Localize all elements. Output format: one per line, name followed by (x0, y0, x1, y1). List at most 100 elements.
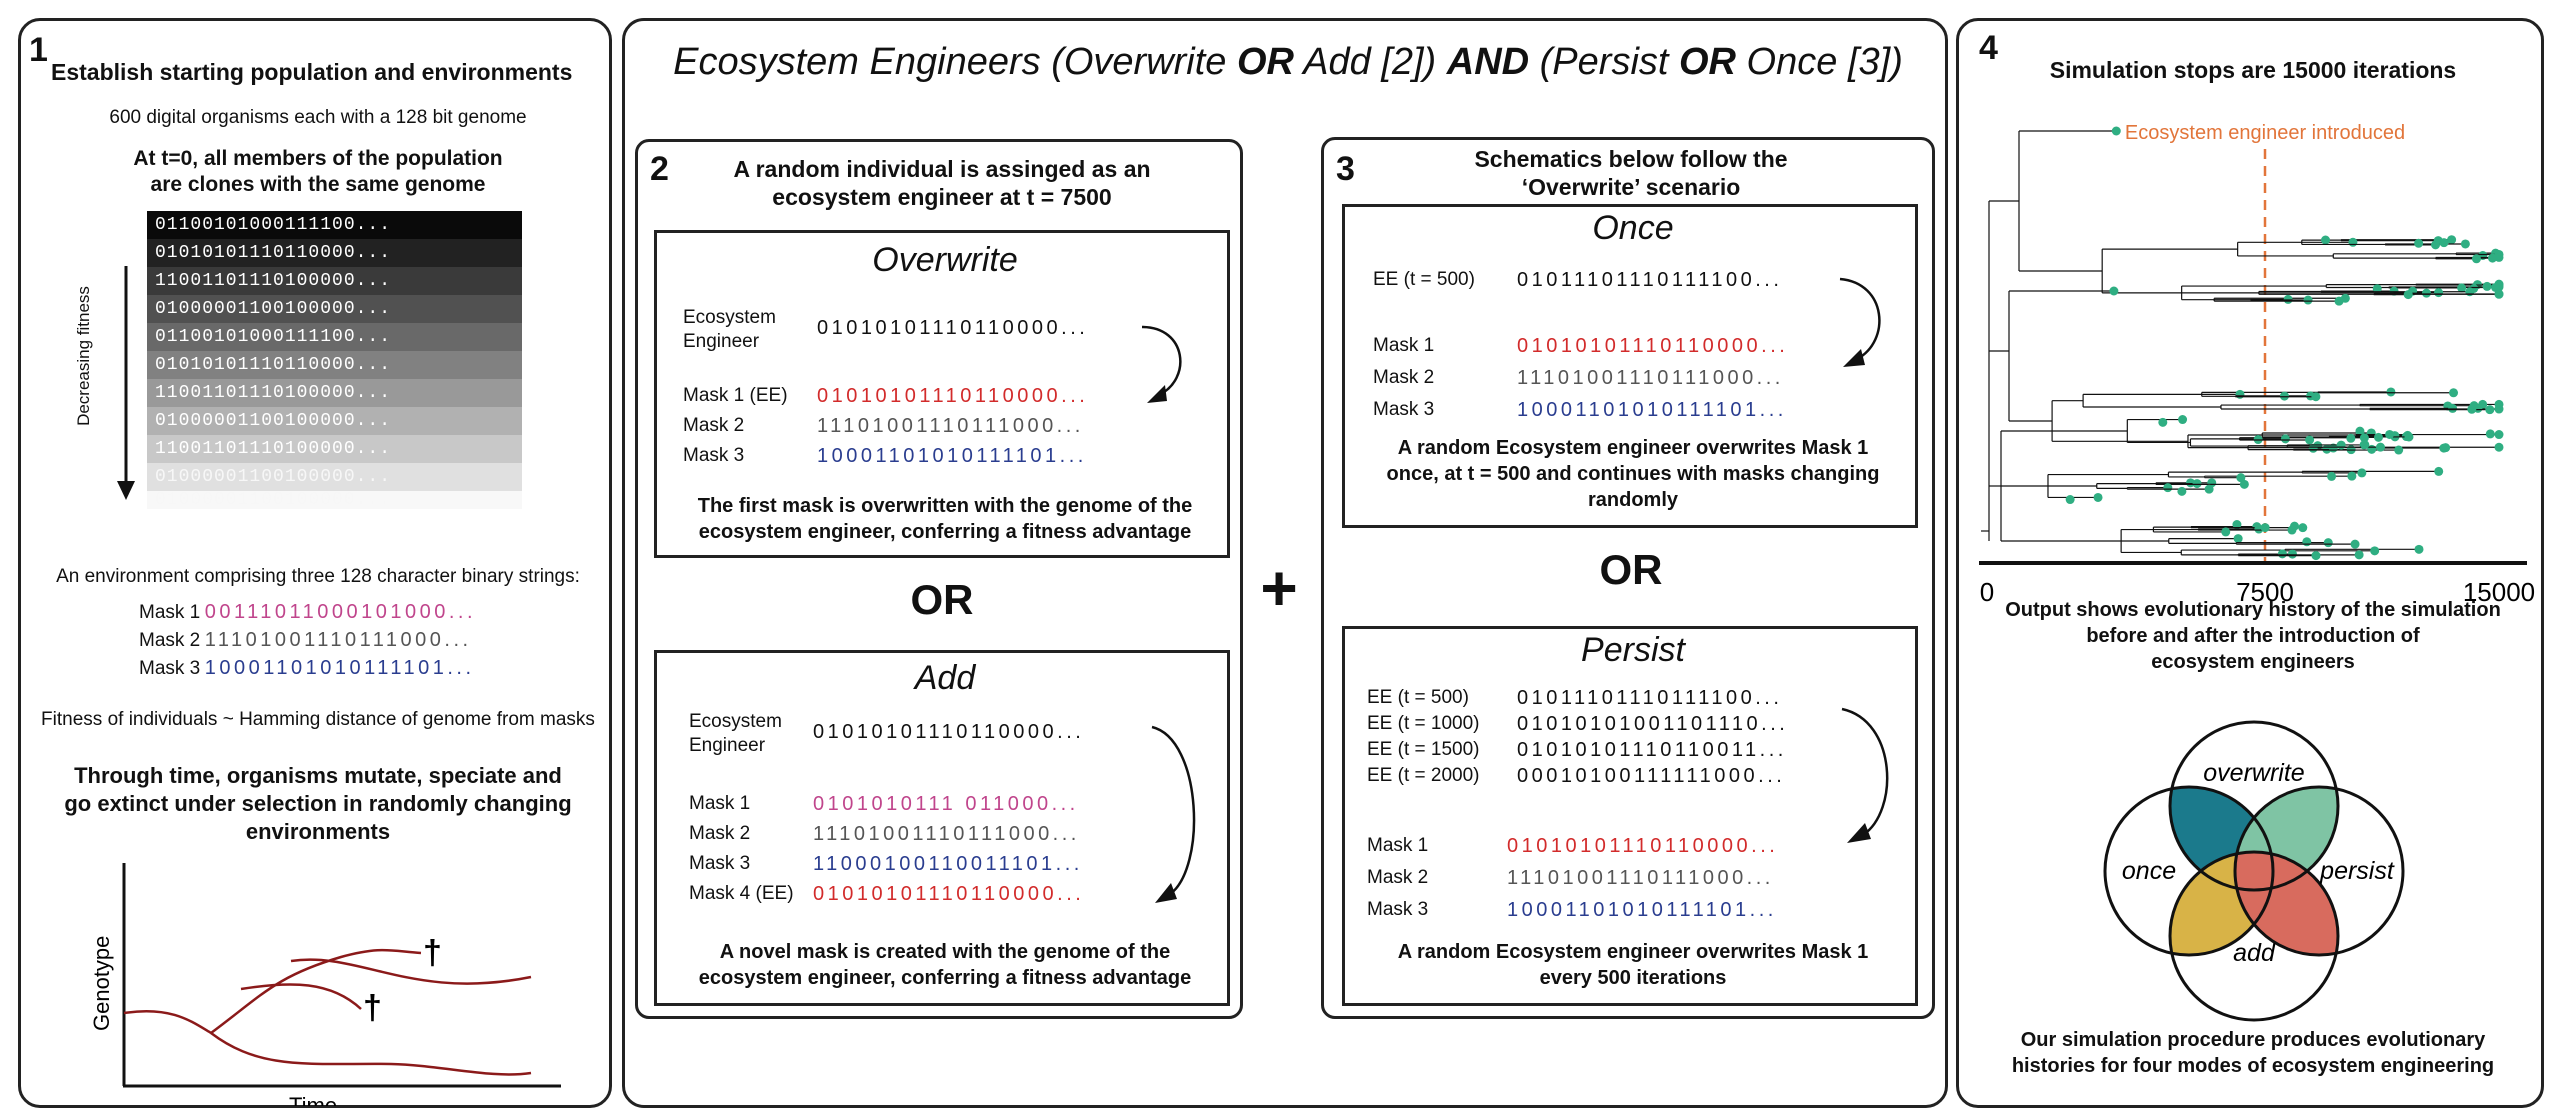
panel-3-title-2: ‘Overwrite’ scenario (1521, 174, 1741, 200)
tip-point (2239, 479, 2249, 489)
venn-label-once: once (2122, 857, 2176, 885)
tip-point (2280, 434, 2290, 444)
venn-diagram: overwrite once persist add (2103, 720, 2405, 1022)
persist-mask-2-bits: 11101001110111000... (1507, 867, 1774, 889)
through-line-1: Through time, organisms mutate, speciate… (74, 763, 562, 788)
persist-caption-1: A random Ecosystem engineer overwrites M… (1397, 941, 1869, 963)
output-line-1: Output shows evolutionary history of the… (2005, 599, 2501, 621)
tip-point (2233, 534, 2243, 544)
tip-point (2488, 253, 2498, 263)
title-part-2: Add [2]) (1293, 41, 1447, 83)
tick-0: 0 (1980, 577, 1994, 607)
genome-row: 11001101110100000... (147, 379, 522, 407)
persist-box: Persist EE (t = 500) 01011101110111100..… (1342, 626, 1918, 1006)
persist-mask-3-bits: 10001101010111101... (1507, 899, 1777, 921)
persist-arrow (1841, 707, 1889, 843)
tip-point (2447, 235, 2457, 245)
tip-point (2360, 440, 2370, 450)
tip-point (2485, 429, 2495, 439)
overwrite-ee-label-1: Ecosystem (683, 307, 776, 328)
tip-point (2467, 404, 2477, 414)
add-mask-2-label: Mask 2 (689, 823, 751, 844)
panel-3-number: 3 (1336, 150, 1355, 188)
tip-point (2348, 237, 2358, 247)
add-ee-label-1: Ecosystem (689, 711, 782, 732)
add-ee-bits: 01010101110110000... (813, 721, 1085, 743)
once-title: Once (1592, 209, 1674, 247)
persist-mask-2-label: Mask 2 (1367, 867, 1429, 888)
genome-row: 11001101110100000... (147, 267, 522, 295)
tip-point (2235, 389, 2245, 399)
tip-point (2158, 417, 2168, 427)
env-mask-3-label: Mask 3 (139, 658, 201, 679)
tip-point (2355, 426, 2365, 436)
persist-title: Persist (1581, 631, 1685, 669)
tip-point (2494, 442, 2504, 452)
through-line-3: environments (245, 819, 391, 844)
tip-point (2350, 539, 2360, 549)
tip-point (2305, 435, 2315, 445)
through-line-2: go extinct under selection in randomly c… (64, 791, 572, 816)
add-title: Add (914, 659, 976, 697)
tip-point (2439, 443, 2449, 453)
clones-line-1: At t=0, all members of the population (133, 147, 503, 170)
overwrite-mask-1-label: Mask 1 (EE) (683, 385, 788, 406)
tip-point (2449, 388, 2459, 398)
once-ee-label: EE (t = 500) (1373, 269, 1475, 290)
title-and: AND (1446, 41, 1530, 83)
add-arrow (1151, 725, 1196, 903)
overwrite-mask-3-bits: 10001101010111101... (817, 445, 1087, 467)
panel-4: 4 Simulation stops are 15000 iterations … (1956, 18, 2544, 1108)
tip-point (2414, 238, 2424, 248)
tip-point (2277, 549, 2287, 559)
persist-ee-3-label: EE (t = 1500) (1367, 739, 1480, 760)
overwrite-mask-2-bits: 11101001110111000... (817, 415, 1084, 437)
genome-row: 01100101000111100... (147, 211, 522, 239)
once-mask-2-label: Mask 2 (1373, 367, 1435, 388)
tip-point (2192, 479, 2202, 489)
tip-point (2178, 415, 2188, 425)
add-mask-4-bits: 01010101110110000... (813, 883, 1085, 905)
env-mask-1-bits: 00111011000101000... (204, 601, 477, 623)
title-part-3: (Persist (1529, 41, 1679, 83)
tip-point (2494, 430, 2504, 440)
venn-label-persist: persist (2319, 857, 2395, 885)
tip-point (2111, 126, 2121, 136)
once-mask-2-bits: 11101001110111000... (1517, 367, 1784, 389)
dagger-1: † (423, 934, 442, 972)
output-line-2: before and after the introduction of (2086, 625, 2420, 647)
genome-stack: 01100101000111100...01010101110110000...… (147, 211, 522, 509)
once-caption-1: A random Ecosystem engineer overwrites M… (1397, 437, 1869, 459)
panel-3: 3 Schematics below follow the ‘Overwrite… (1321, 137, 1935, 1019)
tip-point (2177, 486, 2187, 496)
once-mask-1-bits: 01010101110110000... (1517, 335, 1789, 357)
title-part-1: Ecosystem Engineers (Overwrite (673, 41, 1237, 83)
persist-mask-3-label: Mask 3 (1367, 899, 1429, 920)
tip-point (2359, 433, 2369, 443)
overwrite-ee-bits: 01010101110110000... (817, 317, 1089, 339)
env-title: An environment comprising three 128 char… (56, 566, 580, 587)
add-mask-1-bits: 0101010111 011000... (813, 793, 1079, 815)
decreasing-fitness-label: Decreasing fitness (74, 286, 93, 426)
add-mask-3-bits: 11000100110011101... (813, 853, 1083, 875)
overwrite-arrow (1141, 325, 1182, 403)
tip-point (2347, 471, 2357, 481)
tip-point (2346, 433, 2356, 443)
tip-point (2404, 432, 2414, 442)
tip-point (2323, 538, 2333, 548)
overwrite-caption-2: ecosystem engineer, conferring a fitness… (698, 521, 1192, 543)
dagger-2: † (363, 989, 382, 1027)
tip-point (2163, 483, 2173, 493)
tip-point (2375, 442, 2385, 452)
genotype-axis-label: Genotype (89, 936, 114, 1031)
add-ee-label-2: Engineer (689, 735, 766, 756)
tip-point (2403, 290, 2413, 300)
tip-point (2357, 468, 2367, 478)
once-mask-3-bits: 10001101010111101... (1517, 399, 1787, 421)
once-caption-3: randomly (1587, 489, 1679, 511)
panel-2: 2 A random individual is assinged as an … (635, 139, 1243, 1019)
tip-point (2232, 520, 2242, 530)
tip-point (2236, 473, 2246, 483)
tip-point (2448, 403, 2458, 413)
tip-point (2336, 440, 2346, 450)
